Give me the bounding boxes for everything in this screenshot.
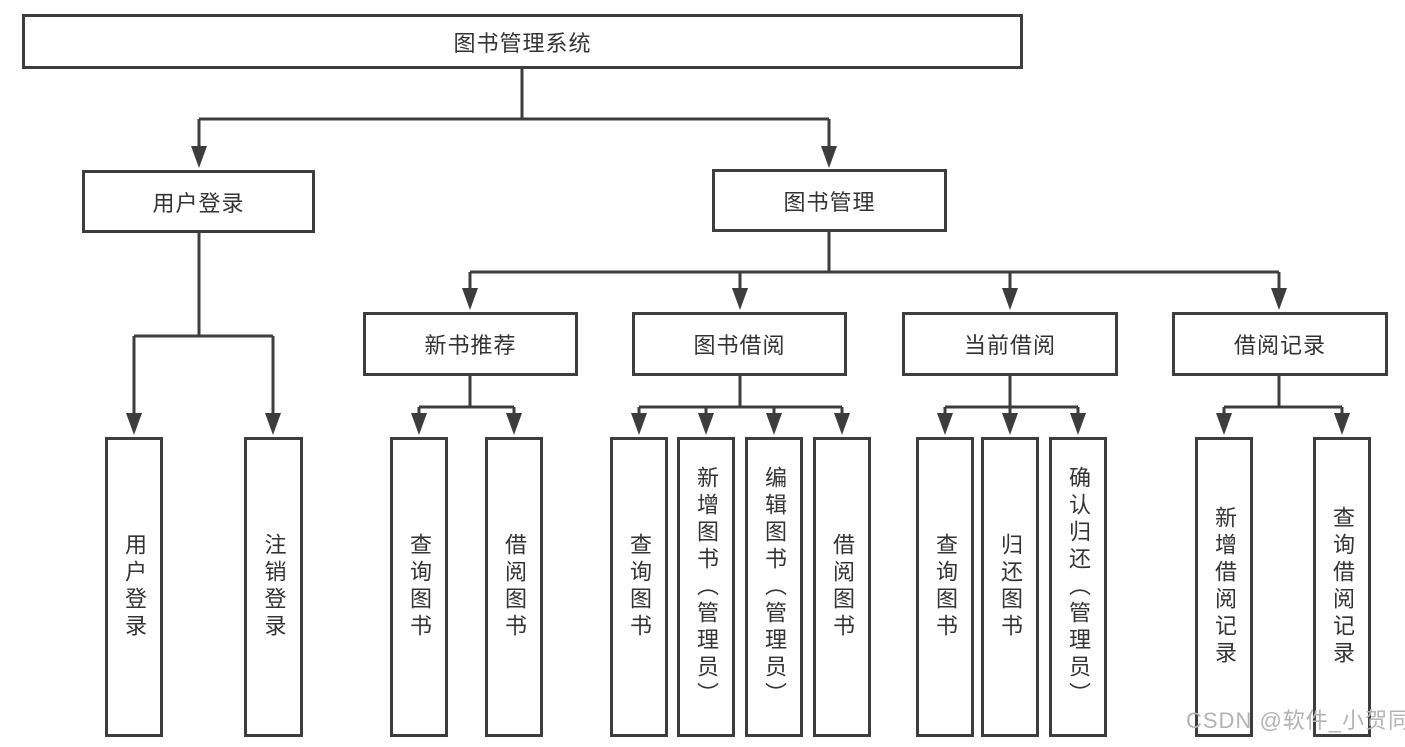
leaf-query-books-3: 查询图书 xyxy=(916,437,974,737)
leaf-add-borrow-record-label: 新增借阅记录 xyxy=(1212,506,1237,668)
leaf-borrow-books-2-label: 借阅图书 xyxy=(830,533,855,641)
leaf-return-books-label: 归还图书 xyxy=(998,533,1023,641)
leaf-query-books-1: 查询图书 xyxy=(390,437,448,737)
arrowhead-icon xyxy=(834,413,850,435)
node-user-login-label: 用户登录 xyxy=(152,190,245,216)
arrowhead-icon xyxy=(1002,413,1018,435)
connector-new-book-to-leaves xyxy=(417,376,516,417)
leaf-borrow-books-1: 借阅图书 xyxy=(485,437,543,737)
csdn-watermark: CSDN @软件_小贺同学 xyxy=(1186,708,1405,733)
connector-current-borrow-to-leaves xyxy=(943,376,1080,417)
leaf-query-books-2: 查询图书 xyxy=(610,437,668,737)
node-book-management: 图书管理 xyxy=(712,169,947,232)
node-new-book-recommend: 新书推荐 xyxy=(363,312,578,376)
node-current-borrow-label: 当前借阅 xyxy=(963,333,1056,358)
leaf-logout: 注销登录 xyxy=(244,437,303,737)
arrowhead-icon xyxy=(766,413,782,435)
connector-user-login-to-leaves xyxy=(132,233,275,417)
node-book-borrow: 图书借阅 xyxy=(632,312,847,376)
leaf-query-borrow-record-label: 查询借阅记录 xyxy=(1330,506,1355,668)
arrowhead-icon xyxy=(698,413,714,435)
arrowhead-icon xyxy=(821,146,837,168)
leaf-edit-books-admin: 编辑图书（管理员） xyxy=(745,437,803,737)
leaf-add-books-admin: 新增图书（管理员） xyxy=(677,437,735,737)
arrowhead-icon xyxy=(1070,413,1086,435)
arrowhead-icon xyxy=(1271,288,1287,310)
arrowhead-icon xyxy=(1334,413,1350,435)
leaf-borrow-books-1-label: 借阅图书 xyxy=(502,533,527,641)
leaf-query-books-2-label: 查询图书 xyxy=(627,533,652,641)
arrowhead-icon xyxy=(411,413,427,435)
leaf-user-login: 用户登录 xyxy=(105,437,163,737)
arrowhead-icon xyxy=(506,413,522,435)
node-book-borrow-label: 图书借阅 xyxy=(693,333,786,358)
arrowhead-icon xyxy=(1216,413,1232,435)
arrowhead-icon xyxy=(126,413,142,435)
arrowhead-icon xyxy=(462,288,478,310)
node-borrow-records: 借阅记录 xyxy=(1172,312,1388,376)
leaf-query-borrow-record: 查询借阅记录 xyxy=(1313,437,1371,737)
arrowhead-icon xyxy=(1002,288,1018,310)
leaf-add-books-admin-label: 新增图书（管理员） xyxy=(694,465,719,709)
leaf-confirm-return-admin-label: 确认归还（管理员） xyxy=(1066,465,1091,709)
leaf-borrow-books-2: 借阅图书 xyxy=(813,437,871,737)
node-book-management-label: 图书管理 xyxy=(783,189,876,215)
leaf-user-login-label: 用户登录 xyxy=(122,533,147,641)
connector-borrow-records-to-leaves xyxy=(1222,376,1344,417)
node-borrow-records-label: 借阅记录 xyxy=(1233,333,1326,358)
connector-root-to-level2 xyxy=(197,69,831,150)
arrowhead-icon xyxy=(265,413,281,435)
connector-book-borrow-to-leaves xyxy=(637,376,844,417)
leaf-return-books: 归还图书 xyxy=(981,437,1039,737)
arrowhead-icon xyxy=(631,413,647,435)
arrowhead-icon xyxy=(191,146,207,168)
node-root-system-label: 图书管理系统 xyxy=(453,30,592,56)
arrowhead-icon xyxy=(732,288,748,310)
leaf-logout-label: 注销登录 xyxy=(261,533,287,641)
node-new-book-recommend-label: 新书推荐 xyxy=(424,333,517,358)
leaf-confirm-return-admin: 确认归还（管理员） xyxy=(1049,437,1107,737)
leaf-query-books-1-label: 查询图书 xyxy=(407,533,432,641)
leaf-query-books-3-label: 查询图书 xyxy=(933,533,958,641)
connector-book-management-to-level3 xyxy=(468,232,1281,292)
leaf-edit-books-admin-label: 编辑图书（管理员） xyxy=(762,465,787,709)
node-root-system: 图书管理系统 xyxy=(22,14,1023,69)
node-user-login: 用户登录 xyxy=(82,170,315,233)
arrowhead-icon xyxy=(937,413,953,435)
leaf-add-borrow-record: 新增借阅记录 xyxy=(1195,437,1253,737)
node-current-borrow: 当前借阅 xyxy=(902,312,1118,376)
